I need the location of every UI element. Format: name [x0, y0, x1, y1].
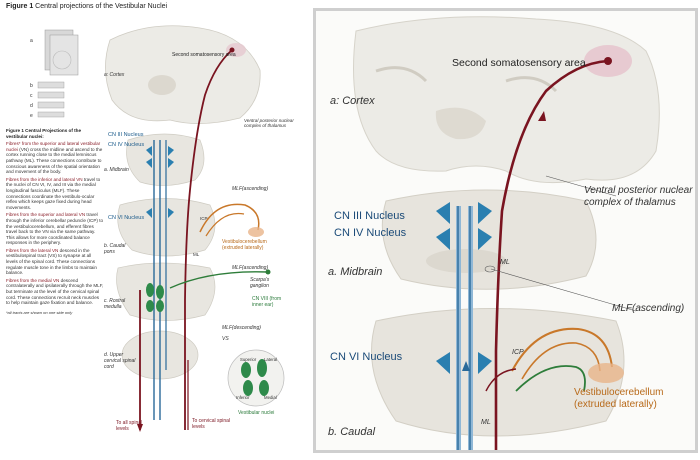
- caption-p1: (VN) cross the midline and ascend to the…: [6, 146, 103, 175]
- left-figure-panel: Figure 1 Central projections of the Vest…: [0, 0, 300, 460]
- right-zoom-panel: a: Cortex Second somatosensory area Vent…: [305, 0, 700, 460]
- vestibular-nuclei-label: Vestibular nuclei: [238, 410, 275, 416]
- cn6-nucleus-label: CN VI Nucleus: [108, 215, 145, 221]
- ml-bottom-zoom-label: ML: [481, 419, 491, 426]
- mlf-ascending-zoom-label: MLF(ascending): [612, 303, 685, 314]
- to-cervical-label: To cervical spinal levels: [192, 418, 231, 430]
- cn4-nucleus-label: CN IV Nucleus: [108, 142, 145, 148]
- caption-p2: travel to the nuclei of CN VI, IV, and I…: [6, 176, 101, 210]
- caption-p4: descend in the vestibulospinal tract (VS…: [6, 247, 97, 276]
- zoom-frame: a: Cortex Second somatosensory area Vent…: [313, 8, 698, 453]
- caption-p3: travel through the inferior cerebellar p…: [6, 212, 104, 246]
- cn4-nucleus-zoom-label: CN IV Nucleus: [334, 227, 407, 239]
- caption-p3-highlight: Fibres from the superior and lateral VN: [6, 212, 86, 218]
- right-diagram-art: [353, 16, 660, 450]
- vn-lateral-label: Lateral: [264, 357, 278, 362]
- caption-heading: Figure 1 Central Projections of the vest…: [6, 128, 82, 139]
- ml-small-label: ML: [193, 252, 200, 257]
- section-letter-a: a: [30, 38, 33, 44]
- caudal-pons-label: b. Caudal pons: [104, 243, 126, 255]
- vestibulocerebellum-zoom-label: Vestibulocerebellum (extruded laterally): [574, 387, 664, 410]
- second-somatosensory-label: Second somatosensory area: [172, 52, 236, 58]
- vestibulocerebellum-label: Vestibulocerebellum (extruded laterally): [222, 239, 267, 251]
- cn6-nucleus-zoom-label: CN VI Nucleus: [330, 351, 403, 363]
- cn3-nucleus-zoom-label: CN III Nucleus: [334, 210, 405, 222]
- icp-small-label: ICP: [200, 216, 208, 221]
- cortex-zoom-label: a: Cortex: [330, 95, 375, 107]
- to-all-spinal-label: To all spinal levels: [116, 420, 143, 432]
- mlf-ascending-label: MLF(ascending): [232, 186, 269, 192]
- rostral-medulla-label: c. Rostral medulla: [104, 298, 126, 310]
- mlf-ascending-2-label: MLF(ascending): [232, 265, 269, 271]
- upper-cervical-label: d. Upper cervical spinal cord: [104, 352, 136, 370]
- ventral-posterior-label: Ventral posterior nuclear complex of tha…: [244, 118, 294, 128]
- ventral-posterior-zoom-label: Ventral posterior nuclear complex of tha…: [584, 185, 693, 208]
- section-letter-d: d: [30, 103, 33, 109]
- vn-medial-label: Medial: [264, 395, 277, 400]
- second-somatosensory-zoom-label: Second somatosensory area: [452, 57, 586, 69]
- caption-footnote: *all tracts are shown on one side only: [6, 309, 73, 315]
- figure-title: Figure 1 Central projections of the Vest…: [6, 3, 168, 10]
- mlf-descending-label: MLF(descending): [222, 325, 261, 331]
- figure-caption: Figure 1 Central Projections of the vest…: [6, 128, 104, 315]
- icp-zoom-label: ICP: [512, 349, 524, 356]
- midbrain-label: a. Midbrain: [104, 167, 129, 173]
- vs-label: VS: [222, 336, 229, 342]
- vn-superior-label: Superior: [240, 357, 257, 362]
- caption-p2-highlight: Fibres from the inferior and lateral VN: [6, 176, 83, 182]
- section-letter-e: e: [30, 113, 33, 119]
- section-letter-c: c: [30, 93, 33, 99]
- caption-p5-highlight: Fibres from the medial VN: [6, 277, 60, 283]
- midbrain-zoom-label: a. Midbrain: [328, 266, 383, 278]
- ml-zoom-label: ML: [500, 259, 510, 266]
- caption-p5: descend contralaterally and ipsilaterall…: [6, 277, 104, 306]
- caption-p1-highlight: Fibres* from the superior and lateral ve…: [6, 141, 101, 152]
- left-diagram-art: [37, 25, 285, 432]
- cortex-label: a: Cortex: [104, 72, 125, 78]
- section-stack-icon: [37, 29, 79, 118]
- vn-inferior-label: Inferior: [236, 395, 250, 400]
- cn8-label: CN VIII (from inner ear): [252, 296, 282, 308]
- caudal-zoom-label: b. Caudal: [328, 426, 376, 438]
- cn3-nucleus-label: CN III Nucleus: [108, 132, 144, 138]
- caption-p4-highlight: Fibres from the lateral VN: [6, 247, 59, 253]
- section-letter-b: b: [30, 83, 33, 89]
- scarpa-label: Scarpa's ganglion: [250, 277, 270, 289]
